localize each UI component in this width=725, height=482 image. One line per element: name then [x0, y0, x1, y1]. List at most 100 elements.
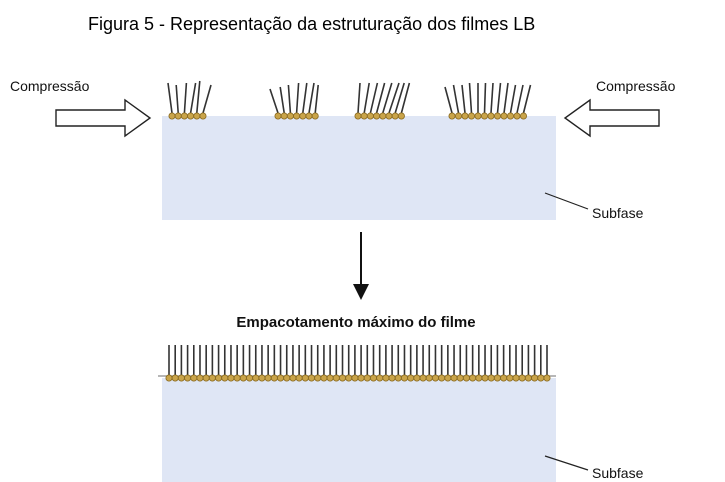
polar-headgroup [289, 374, 297, 382]
polar-headgroup [360, 112, 368, 120]
polar-headgroup [314, 374, 322, 382]
polar-headgroup [165, 374, 173, 382]
polar-headgroup [283, 374, 291, 382]
polar-headgroup [264, 374, 272, 382]
polar-headgroup [202, 374, 210, 382]
amphiphile-molecule [269, 88, 282, 120]
amphiphile-molecule [493, 82, 502, 120]
amphiphile-molecule [518, 345, 526, 382]
subphase-label-bottom: Subfase [592, 465, 644, 481]
amphiphile-molecule [376, 345, 384, 382]
amphiphile-molecule [187, 82, 197, 120]
polar-headgroup [531, 374, 539, 382]
amphiphile-molecule [360, 82, 370, 120]
hydrocarbon-tail [279, 86, 285, 114]
amphiphile-molecule [450, 345, 458, 382]
polar-headgroup [233, 374, 241, 382]
polar-headgroup [373, 112, 381, 120]
polar-headgroup [513, 112, 521, 120]
amphiphile-molecule [487, 82, 495, 120]
amphiphile-molecule [456, 345, 464, 382]
polar-headgroup [397, 112, 405, 120]
amphiphile-molecule [233, 345, 241, 382]
polar-headgroup [351, 374, 359, 382]
amphiphile-molecule [382, 345, 390, 382]
polar-headgroup [487, 374, 495, 382]
subphase-bottom [162, 378, 556, 482]
polar-headgroup [438, 374, 446, 382]
hydrocarbon-tail [490, 82, 494, 114]
amphiphile-molecule [199, 84, 212, 120]
subphase-label-top: Subfase [592, 205, 644, 221]
polar-headgroup [456, 374, 464, 382]
amphiphile-molecule [531, 345, 539, 382]
polar-headgroup [487, 112, 495, 120]
hydrocarbon-tail [302, 82, 308, 114]
polar-headgroup [462, 374, 470, 382]
polar-headgroup [537, 374, 545, 382]
hydrocarbon-tail [444, 86, 453, 114]
polar-headgroup [382, 374, 390, 382]
polar-headgroup [512, 374, 520, 382]
polar-headgroup [326, 374, 334, 382]
polar-headgroup [295, 374, 303, 382]
polar-headgroup [345, 374, 353, 382]
packed-monolayer [165, 345, 551, 382]
amphiphile-molecule [326, 345, 334, 382]
amphiphile-molecule [500, 82, 509, 120]
subphase-pointer-bottom [544, 455, 589, 471]
amphiphile-molecule [174, 84, 182, 120]
hydrocarbon-tail [196, 80, 201, 114]
hydrocarbon-tail [189, 82, 197, 114]
amphiphile-molecule [513, 84, 524, 120]
polar-headgroup [379, 112, 387, 120]
hydrocarbon-tail [175, 84, 179, 114]
polar-headgroup [299, 112, 307, 120]
amphiphile-molecule [345, 345, 353, 382]
polar-headgroup [413, 374, 421, 382]
polar-headgroup [475, 374, 483, 382]
amphiphile-molecule [252, 345, 260, 382]
polar-headgroup [190, 374, 198, 382]
amphiphile-molecule [520, 84, 532, 120]
hydrocarbon-tail [461, 84, 466, 114]
amphiphile-molecule [215, 345, 223, 382]
amphiphile-molecule [357, 345, 365, 382]
amphiphile-molecule [474, 83, 482, 120]
amphiphile-molecule [506, 345, 514, 382]
polar-headgroup [221, 374, 229, 382]
amphiphile-molecule [258, 345, 266, 382]
polar-headgroup [199, 112, 207, 120]
amphiphile-molecule [425, 345, 433, 382]
amphiphile-molecule [379, 82, 393, 120]
polar-headgroup [369, 374, 377, 382]
polar-headgroup [196, 374, 204, 382]
hydrocarbon-tail [295, 82, 300, 114]
amphiphile-molecule [467, 82, 475, 120]
amphiphile-molecule [246, 345, 254, 382]
polar-headgroup [239, 374, 247, 382]
amphiphile-molecule [351, 345, 359, 382]
amphiphile-molecule [480, 82, 488, 120]
hydrocarbon-tail [400, 82, 411, 114]
polar-headgroup [215, 374, 223, 382]
amphiphile-molecule [295, 345, 303, 382]
hydrocarbon-tail [287, 84, 292, 114]
hydrocarbon-tail [388, 82, 400, 114]
amphiphile-molecule [524, 345, 532, 382]
hydrocarbon-tail [357, 82, 361, 114]
amphiphile-molecule [407, 345, 415, 382]
polar-headgroup [518, 374, 526, 382]
polar-headgroup [500, 374, 508, 382]
amphiphile-molecule [512, 345, 520, 382]
hydrocarbon-tail [394, 82, 405, 114]
amphiphile-molecule [270, 345, 278, 382]
amphiphile-molecule [208, 345, 216, 382]
hydrocarbon-tail [369, 82, 379, 114]
hydrocarbon-tail [308, 82, 315, 114]
polar-headgroup [425, 374, 433, 382]
amphiphile-molecule [537, 345, 545, 382]
caption: Figura 5 - Representação da estruturação… [88, 14, 536, 34]
amphiphile-molecule [461, 84, 469, 120]
amphiphile-molecule [388, 345, 396, 382]
